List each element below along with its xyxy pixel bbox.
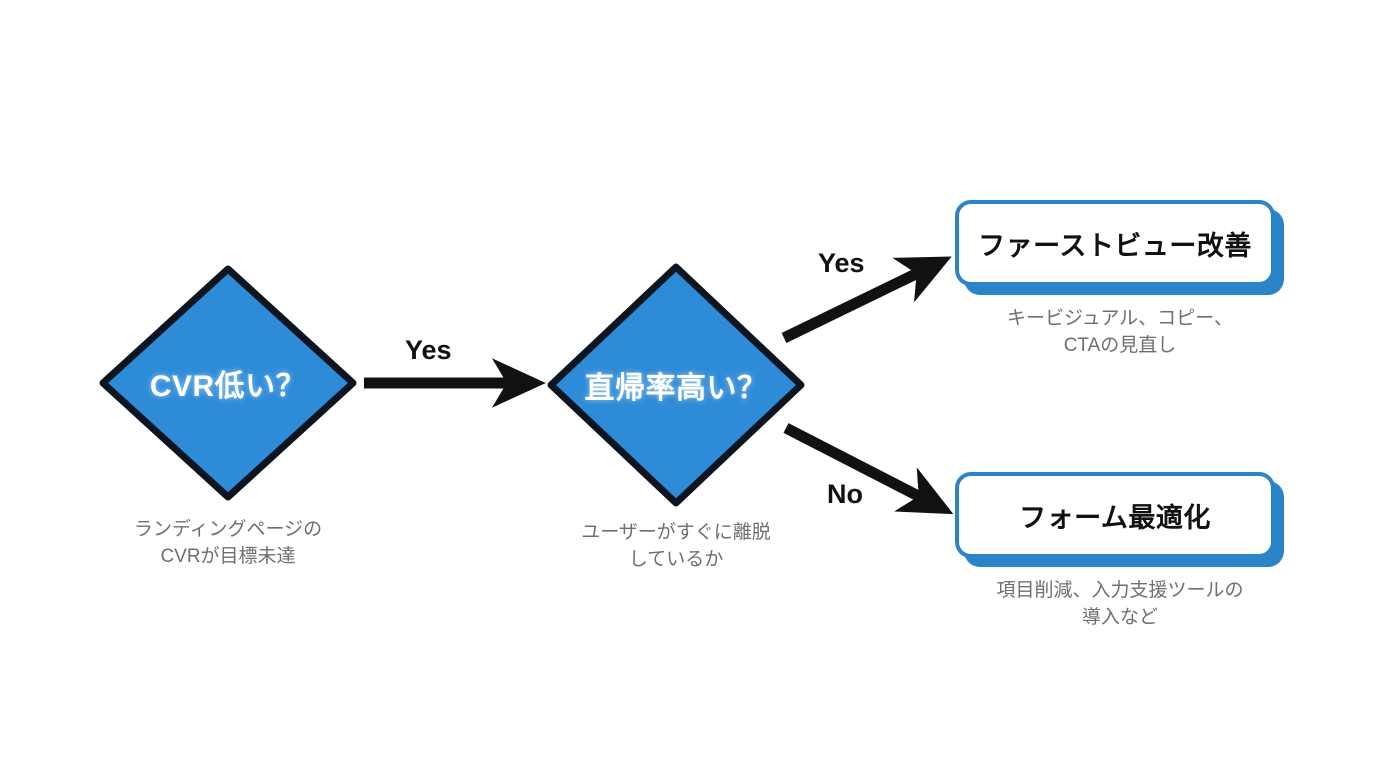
action-node-form-caption: 項目削減、入力支援ツールの 導入など	[996, 580, 1244, 628]
action-node-firstview-caption: キービジュアル、コピー、 CTAの見直し	[1007, 308, 1233, 356]
decision-node-bounce[interactable]: 直帰率高い？	[543, 259, 809, 511]
diamond-shape	[99, 265, 357, 501]
action-node-firstview-label: ファーストビュー改善	[978, 230, 1252, 261]
action-node-box[interactable]: ファーストビュー改善	[955, 200, 1275, 286]
action-node-form-label: フォーム最適化	[1019, 502, 1211, 533]
edge-label-bounce-to-form: No	[827, 479, 863, 509]
decision-node-cvr-label: CVR低い？	[149, 370, 307, 403]
edge-label-bounce-to-firstview: Yes	[818, 248, 865, 278]
decision-node-bounce-label: 直帰率高い？	[584, 372, 768, 405]
action-node-form[interactable]: フォーム最適化	[955, 472, 1284, 567]
decision-node-cvr-caption: ランディングページの CVRが目標未達	[133, 519, 323, 567]
action-node-box[interactable]: フォーム最適化	[955, 472, 1275, 558]
diamond-shape	[547, 263, 805, 507]
action-node-firstview[interactable]: ファーストビュー改善	[955, 200, 1284, 295]
decision-node-bounce-caption: ユーザーがすぐに離脱 しているか	[581, 522, 771, 570]
edge-label-cvr-to-bounce: Yes	[405, 335, 452, 365]
decision-node-cvr[interactable]: CVR低い？	[95, 261, 361, 505]
